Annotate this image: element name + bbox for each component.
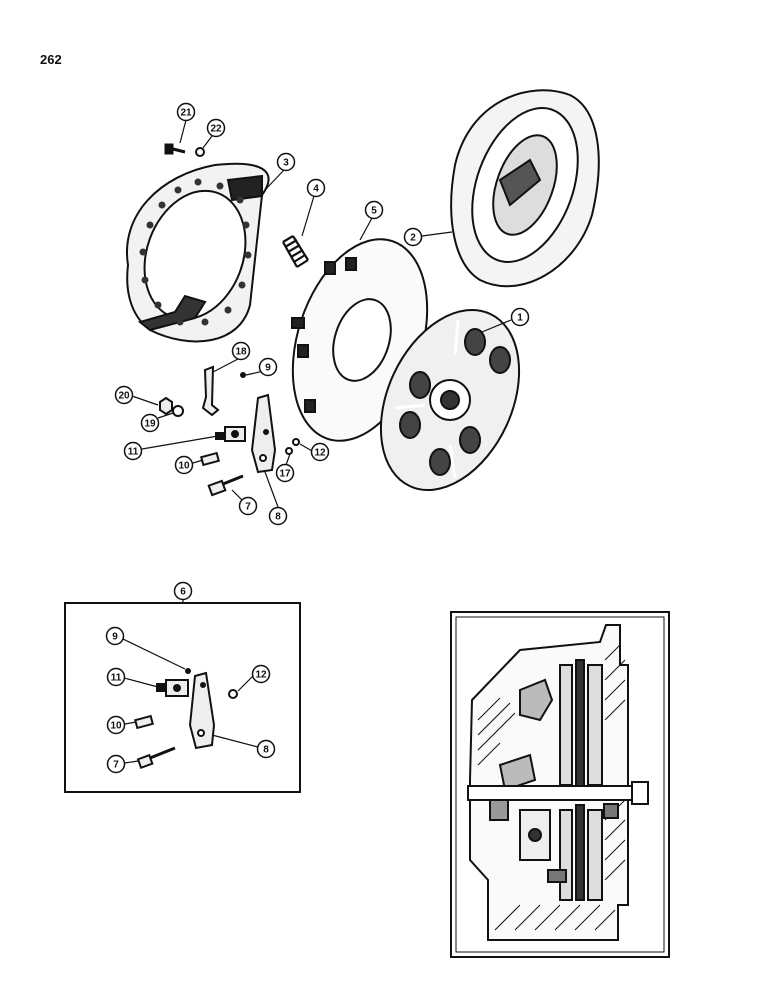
- release-lever-strap: [201, 365, 220, 417]
- svg-text:5: 5: [371, 206, 377, 217]
- svg-text:10: 10: [110, 721, 122, 732]
- svg-text:8: 8: [275, 512, 281, 523]
- inset-lever-spring-small: [185, 668, 191, 674]
- inset-callout-7: 7: [106, 754, 126, 774]
- inset-eye-bolt: [136, 746, 176, 770]
- callout-6: 6: [173, 581, 193, 601]
- lock-washer: [172, 405, 184, 417]
- svg-text:2: 2: [410, 233, 416, 244]
- callout-17: 17: [275, 463, 295, 483]
- svg-text:10: 10: [178, 461, 190, 472]
- inset-leader-lines: [122, 638, 259, 764]
- page-number: 262: [40, 52, 62, 67]
- callout-11: 11: [123, 441, 143, 461]
- svg-text:18: 18: [235, 347, 247, 358]
- svg-text:9: 9: [265, 363, 271, 374]
- inset-callout-11: 11: [106, 667, 126, 687]
- inset-callout-8: 8: [256, 739, 276, 759]
- svg-text:11: 11: [128, 447, 139, 458]
- callout-12: 12: [310, 442, 330, 462]
- svg-text:19: 19: [144, 419, 156, 430]
- callout-3: 3: [276, 152, 296, 172]
- inset-lever-link-block: [156, 679, 189, 697]
- inset-callout-12: 12: [251, 664, 271, 684]
- svg-text:3: 3: [283, 158, 289, 169]
- svg-text:17: 17: [279, 469, 291, 480]
- clutch-cover-plate: [450, 89, 600, 288]
- callout-8: 8: [268, 506, 288, 526]
- callout-5: 5: [364, 200, 384, 220]
- svg-text:12: 12: [314, 448, 326, 459]
- callout-4: 4: [306, 178, 326, 198]
- callout-9: 9: [258, 357, 278, 377]
- svg-text:4: 4: [313, 184, 319, 195]
- inset-release-lever: [188, 671, 216, 750]
- svg-text:11: 11: [111, 673, 122, 684]
- callout-7: 7: [238, 496, 258, 516]
- release-lever: [250, 393, 277, 474]
- callout-2: 2: [403, 227, 423, 247]
- svg-text:1: 1: [517, 313, 523, 324]
- cover-bolt: [164, 143, 186, 155]
- inset-lever-pin: [134, 714, 154, 730]
- detail-inset: [64, 599, 301, 793]
- svg-text:12: 12: [255, 670, 267, 681]
- lever-pin: [200, 451, 220, 467]
- inset-lever-washer: [228, 689, 238, 699]
- callout-10: 10: [174, 455, 194, 475]
- callout-20: 20: [114, 385, 134, 405]
- inset-callout-9: 9: [105, 626, 125, 646]
- svg-text:20: 20: [118, 391, 130, 402]
- lever-link-block: [215, 426, 246, 442]
- svg-text:21: 21: [180, 108, 192, 119]
- svg-text:7: 7: [245, 502, 251, 513]
- callout-18: 18: [231, 341, 251, 361]
- callout-19: 19: [140, 413, 160, 433]
- lever-washer-small: [285, 438, 300, 455]
- svg-text:7: 7: [113, 760, 119, 771]
- svg-text:9: 9: [112, 632, 118, 643]
- cover-washer: [195, 147, 205, 157]
- eye-bolt: [207, 474, 244, 497]
- svg-text:22: 22: [210, 124, 222, 135]
- lever-spring-small: [240, 372, 246, 378]
- clutch-cross-section: [450, 611, 670, 958]
- clutch-disc: [379, 309, 521, 491]
- leader-lines: [131, 119, 512, 508]
- callout-21: 21: [176, 102, 196, 122]
- pressure-spring: [282, 235, 309, 268]
- adjusting-nut: [159, 396, 173, 416]
- callout-1: 1: [510, 307, 530, 327]
- callout-22: 22: [206, 118, 226, 138]
- svg-text:8: 8: [263, 745, 269, 756]
- inset-callout-10: 10: [106, 715, 126, 735]
- svg-text:6: 6: [180, 587, 186, 598]
- pressure-plate-cover: [125, 162, 270, 343]
